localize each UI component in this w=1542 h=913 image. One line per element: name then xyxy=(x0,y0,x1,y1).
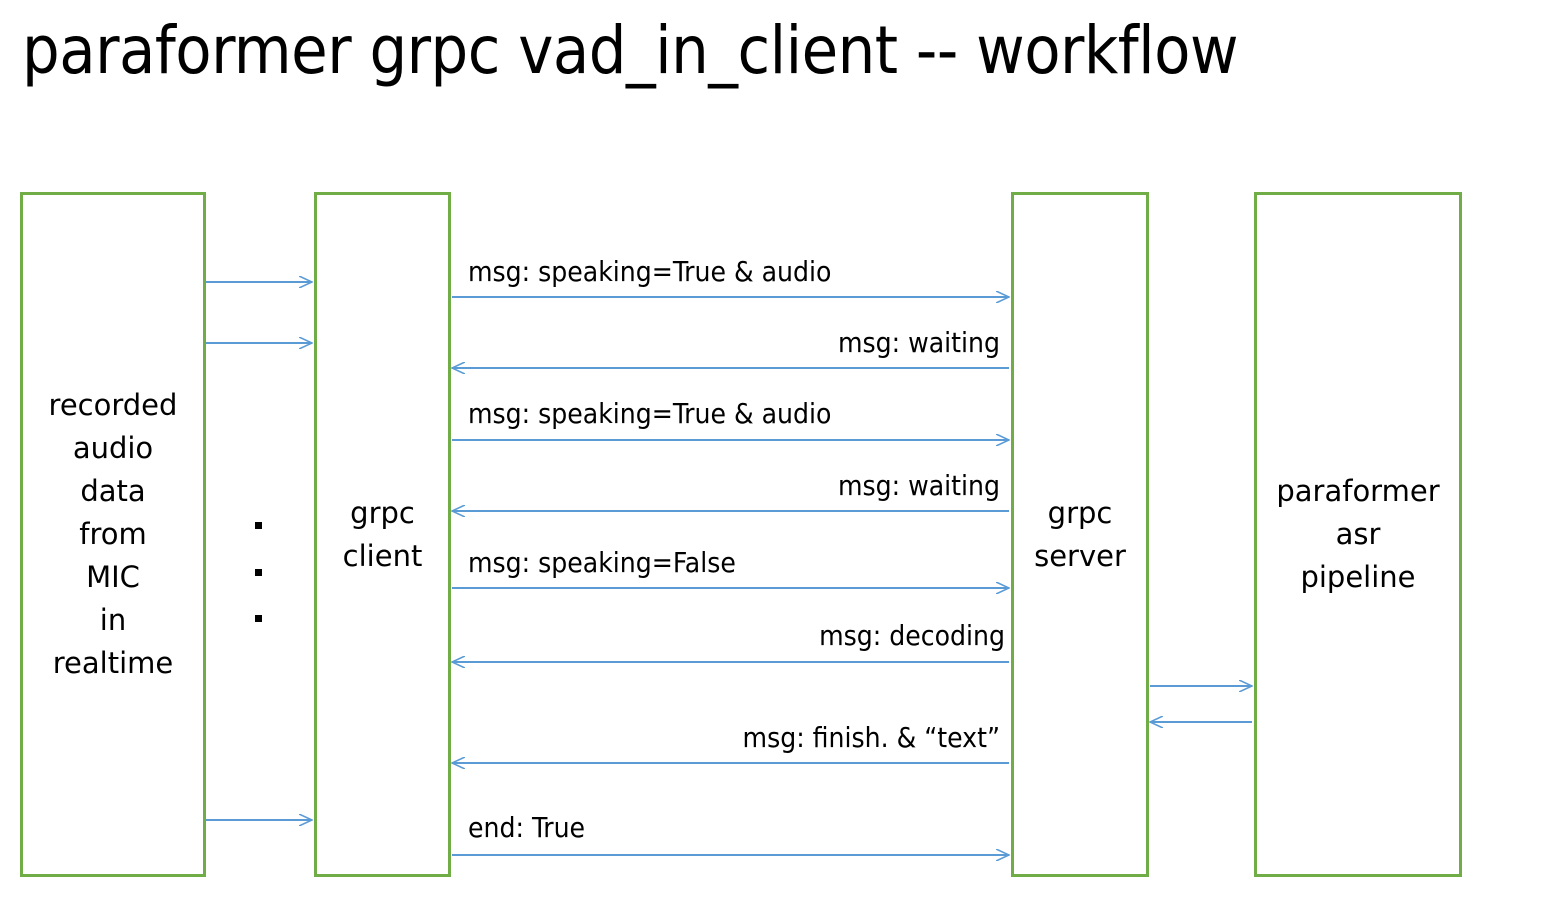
lifeline-label-mic: recorded audio data from MIC in realtime xyxy=(48,388,178,680)
message-label-finish-text: msg: finish. & “text” xyxy=(742,721,1000,754)
message-label-speaking-true-1: msg: speaking=True & audio xyxy=(468,255,832,288)
lifeline-label-client: grpc client xyxy=(342,495,423,573)
lifeline-box-pipeline: paraformer asr pipeline xyxy=(1254,192,1462,877)
message-label-waiting-1: msg: waiting xyxy=(837,326,1000,359)
lifeline-box-server: grpc server xyxy=(1011,192,1149,877)
ellipsis-dot xyxy=(254,615,262,622)
message-label-decoding: msg: decoding xyxy=(819,619,1005,652)
message-label-speaking-false: msg: speaking=False xyxy=(468,546,736,579)
message-label-waiting-2: msg: waiting xyxy=(837,469,1000,502)
ellipsis-dot xyxy=(254,568,262,576)
lifeline-box-client: grpc client xyxy=(314,192,451,877)
ellipsis-dot xyxy=(254,522,262,529)
lifeline-label-server: grpc server xyxy=(1034,495,1126,573)
message-label-end-true: end: True xyxy=(468,811,586,844)
lifeline-label-pipeline: paraformer asr pipeline xyxy=(1276,474,1440,594)
message-label-speaking-true-2: msg: speaking=True & audio xyxy=(468,397,832,430)
lifeline-box-mic: recorded audio data from MIC in realtime xyxy=(20,192,206,877)
page-title: paraformer grpc vad_in_client -- workflo… xyxy=(22,12,1239,89)
ellipsis-dots xyxy=(254,522,262,622)
